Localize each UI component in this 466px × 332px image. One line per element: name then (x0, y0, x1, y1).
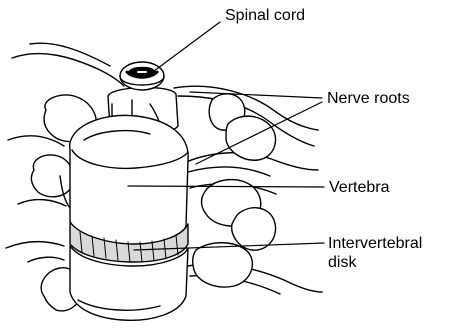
label-spinal-cord: Spinal cord (225, 6, 305, 25)
leader-spinal-cord (150, 22, 220, 74)
label-intervertebral-line1: Intervertebral (328, 234, 422, 253)
label-intervertebral-disk: Intervertebral disk (328, 234, 422, 272)
label-vertebra: Vertebra (329, 178, 389, 197)
label-intervertebral-line2: disk (328, 253, 422, 272)
spinal-cord (120, 62, 164, 90)
label-nerve-roots: Nerve roots (327, 89, 410, 108)
articular-processes (193, 94, 276, 287)
leader-nerve-root-upper (190, 92, 322, 98)
